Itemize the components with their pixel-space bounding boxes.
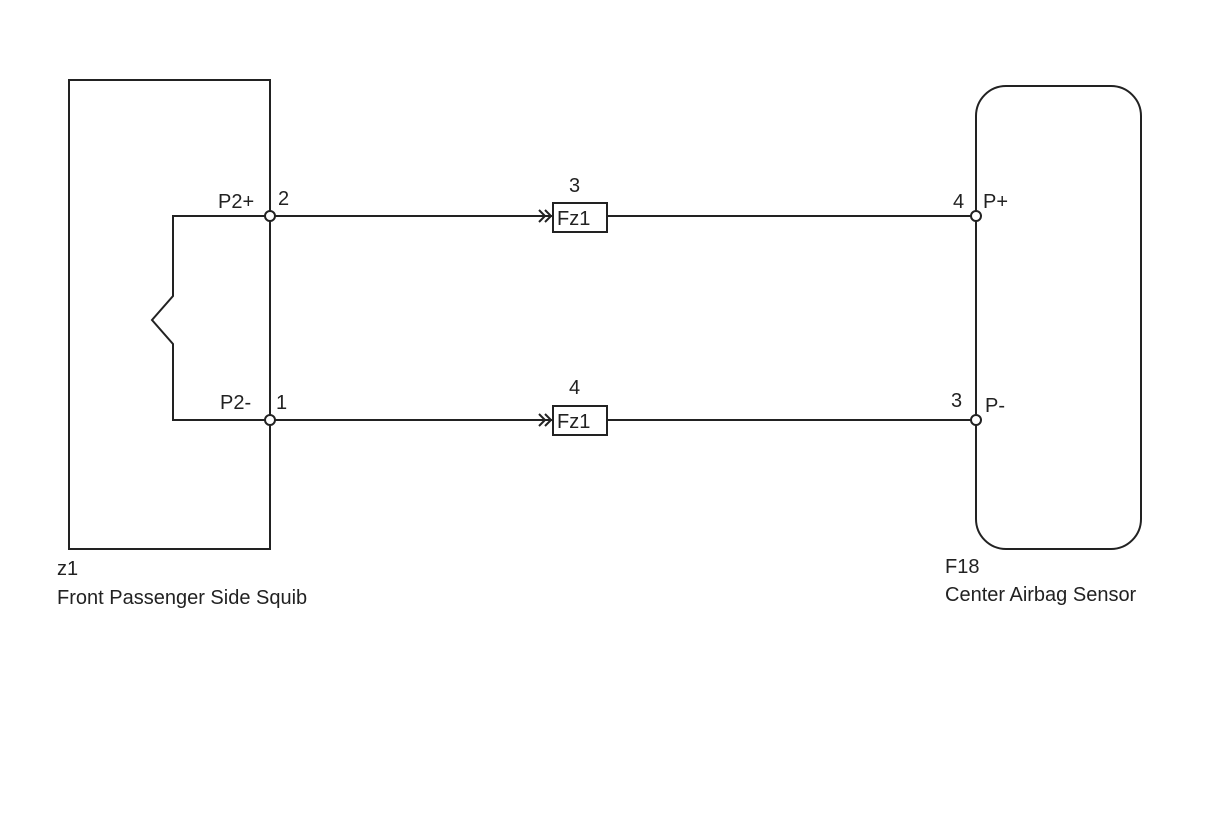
sensor-name: Center Airbag Sensor (945, 584, 1137, 606)
airbag-sensor-component (975, 85, 1142, 550)
squib-body (68, 79, 271, 550)
squib-pin-number-1: 1 (276, 392, 287, 414)
connector-chevron-icon (538, 209, 553, 223)
squib-code: z1 (57, 558, 78, 580)
squib-terminal-label-p2plus: P2+ (218, 191, 254, 213)
sensor-pin-number-4: 4 (953, 191, 964, 213)
connector-chevron-icon (538, 413, 553, 427)
sensor-terminal-label-pplus: P+ (983, 191, 1008, 213)
squib-terminal-label-p2minus: P2- (220, 392, 251, 414)
squib-name: Front Passenger Side Squib (57, 587, 307, 609)
wire-p2minus-to-pminus (270, 405, 976, 436)
connector-fz1-lower-box (552, 405, 608, 436)
squib-component (68, 79, 271, 550)
terminal-node-pminus (970, 414, 982, 426)
sensor-pin-number-3: 3 (951, 390, 962, 412)
wire-p2plus-to-pplus (270, 202, 976, 233)
connector-upper-name: Fz1 (557, 208, 590, 230)
squib-element-icon (150, 215, 270, 421)
airbag-sensor-body (975, 85, 1142, 550)
terminal-node-pplus (970, 210, 982, 222)
terminal-node-p2plus (264, 210, 276, 222)
connector-lower-name: Fz1 (557, 411, 590, 433)
terminal-node-p2minus (264, 414, 276, 426)
sensor-code: F18 (945, 556, 979, 578)
connector-upper-pin-number: 3 (569, 175, 580, 197)
connector-fz1-upper-box (552, 202, 608, 233)
squib-pin-number-2: 2 (278, 188, 289, 210)
connector-lower-pin-number: 4 (569, 377, 580, 399)
sensor-terminal-label-pminus: P- (985, 395, 1005, 417)
